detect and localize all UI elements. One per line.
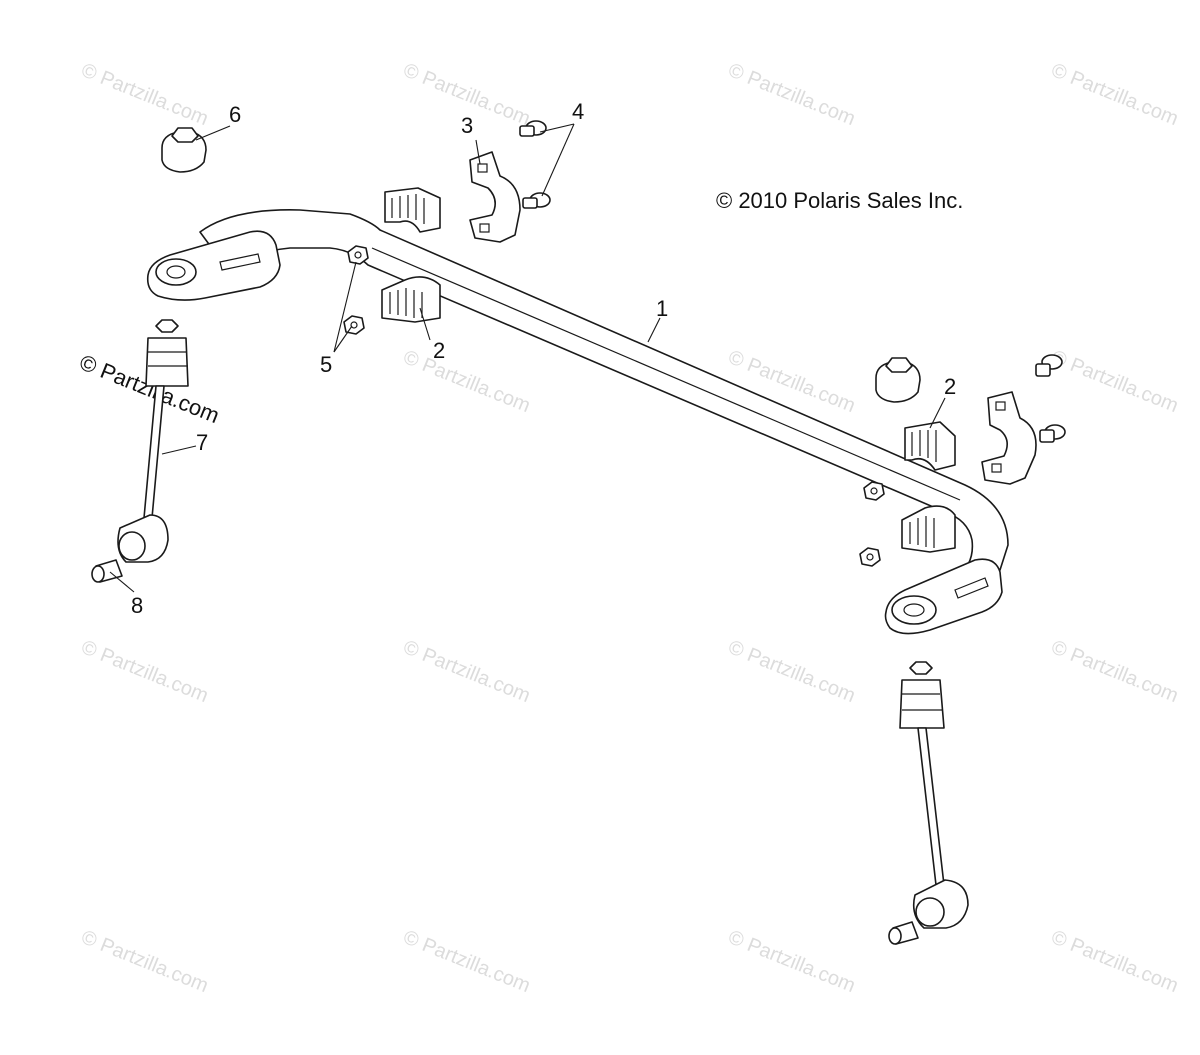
bolt-right-lower	[1039, 424, 1066, 443]
watermark: © Partzilla.com	[725, 926, 858, 997]
copyright-notice: © 2010 Polaris Sales Inc.	[716, 188, 964, 213]
callout-6: 6	[229, 102, 241, 127]
lock-nut-right	[875, 357, 921, 403]
watermark: © Partzilla.com	[78, 636, 211, 707]
lock-nut-upper	[161, 127, 207, 173]
watermark: © Partzilla.com	[400, 346, 533, 417]
bar-tube	[199, 209, 1009, 613]
watermark: © Partzilla.com	[725, 636, 858, 707]
watermark: © Partzilla.com	[1048, 346, 1181, 417]
bar-right-eye	[891, 595, 937, 625]
callout-1: 1	[656, 296, 668, 321]
watermark: © Partzilla.com	[1048, 926, 1181, 997]
watermarks: © Partzilla.com © Partzilla.com © Partzi…	[78, 59, 1181, 997]
bushing-lower-left	[381, 276, 441, 323]
bar-left-eye	[155, 258, 197, 286]
leader-lines	[109, 123, 946, 593]
watermark: © Partzilla.com	[1048, 636, 1181, 707]
link-left	[117, 319, 189, 563]
watermark: © Partzilla.com	[78, 926, 211, 997]
watermark: © Partzilla.com	[78, 59, 211, 130]
callout-2: 2	[433, 338, 445, 363]
nut-upper-right	[863, 481, 885, 501]
callout-2: 2	[944, 374, 956, 399]
watermark: © Partzilla.com	[400, 926, 533, 997]
bracket-right	[981, 391, 1037, 485]
callout-7: 7	[196, 430, 208, 455]
stabilizer-bar	[146, 209, 1009, 635]
callout-5: 5	[320, 352, 332, 377]
callout-8: 8	[131, 593, 143, 618]
bushing-upper-right	[904, 421, 956, 471]
nut-lower-right	[859, 547, 881, 567]
bracket-left	[469, 151, 521, 243]
nut-lower-left	[343, 315, 365, 335]
bushing-lower-right	[901, 505, 956, 553]
bushing-upper-left	[384, 187, 441, 233]
callouts: 1 2 2 3 4 5 6 7 8	[131, 99, 956, 618]
bolt-right-upper	[1035, 354, 1063, 377]
nut-upper-left	[347, 245, 369, 265]
watermark: © Partzilla.com	[725, 59, 858, 130]
spacer-right	[888, 921, 919, 945]
watermark: © Partzilla.com	[1048, 59, 1181, 130]
callout-3: 3	[461, 113, 473, 138]
watermark: © Partzilla.com	[400, 636, 533, 707]
link-right	[899, 661, 969, 929]
callout-4: 4	[572, 99, 584, 124]
bolt-lower	[522, 192, 551, 209]
